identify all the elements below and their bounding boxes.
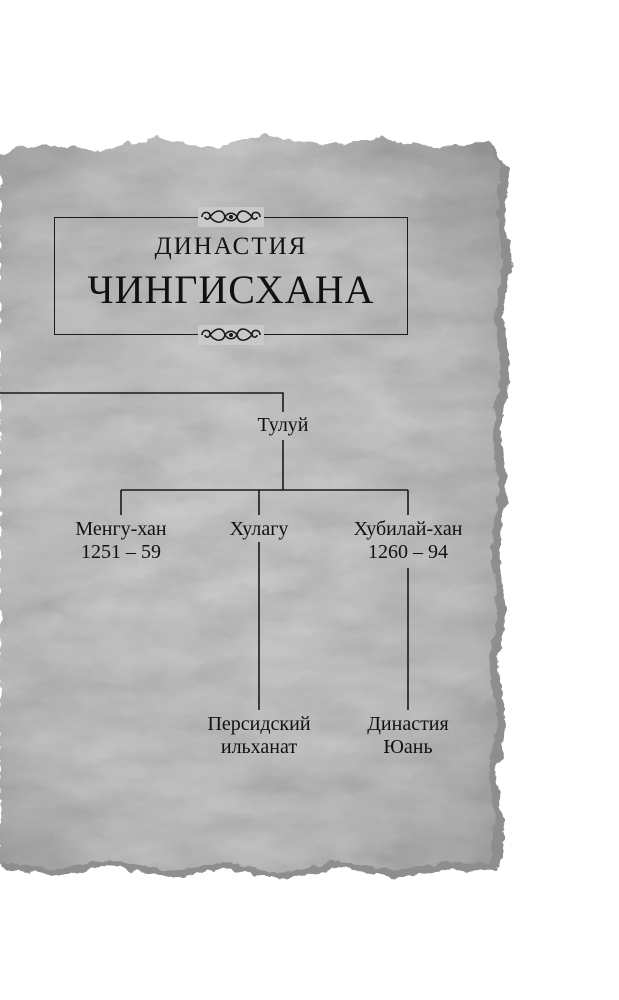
node-hulagu: Хулагу — [189, 518, 329, 541]
node-tului: Тулуй — [213, 414, 353, 437]
node-yuan-line1: Династия — [367, 713, 449, 735]
node-mengu-name: Менгу-хан — [75, 518, 167, 540]
title-ornament-bottom — [198, 325, 264, 345]
node-ilkhanate-line1: Персидский — [207, 713, 311, 735]
node-mengu: Менгу-хан 1251 – 59 — [51, 518, 191, 564]
node-tului-name: Тулуй — [257, 414, 309, 436]
node-khubilai-name: Хубилай-хан — [353, 518, 463, 540]
title-ornament-top — [198, 207, 264, 227]
node-mengu-years: 1251 – 59 — [81, 541, 161, 563]
node-yuan-line2: Юань — [383, 736, 433, 758]
node-ilkhanate-line2: ильханат — [220, 736, 298, 758]
node-khubilai: Хубилай-хан 1260 – 94 — [338, 518, 478, 564]
connector-parent-to-tului — [0, 392, 284, 412]
node-ilkhanate: Персидский ильханат — [189, 713, 329, 759]
paper-sheet — [0, 135, 503, 873]
node-khubilai-years: 1260 – 94 — [368, 541, 448, 563]
title-line-2: ЧИНГИСХАНА — [87, 267, 375, 312]
node-yuan: Династия Юань — [338, 713, 478, 759]
node-hulagu-name: Хулагу — [229, 518, 289, 540]
title-line-1: ДИНАСТИЯ — [154, 233, 308, 260]
